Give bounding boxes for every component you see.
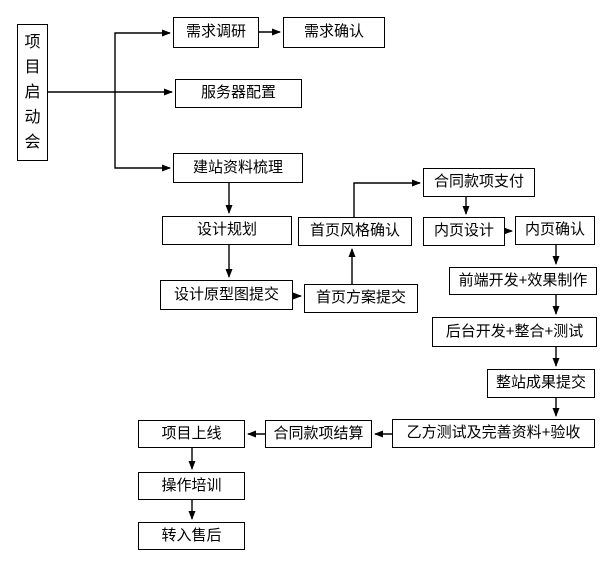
flow-node-aftersales: 转入售后 [138, 522, 245, 550]
flow-node-frontend-dev: 前端开发+效果制作 [449, 267, 597, 295]
flow-node-inner-confirm: 内页确认 [515, 216, 595, 245]
flow-node-launch: 项目上线 [138, 420, 245, 448]
flow-node-b-test-accept: 乙方测试及完善资料+验收 [392, 419, 595, 448]
flow-node-home-plan-submit: 首页方案提交 [304, 284, 418, 313]
flow-node-home-style-confirm: 首页风格确认 [298, 217, 412, 246]
flow-node-backend-dev: 后台开发+整合+测试 [432, 317, 597, 347]
flow-node-contract-settle: 合同款项结算 [265, 420, 372, 448]
flow-node-training: 操作培训 [138, 472, 245, 500]
flow-edge-home-style-confirm-to-contract-pay [353, 179, 421, 217]
flow-node-contract-pay: 合同款项支付 [423, 168, 535, 197]
flow-node-site-submit: 整站成果提交 [487, 369, 595, 398]
flow-node-kickoff: 项目启动会 [17, 24, 48, 161]
flow-node-req-confirm: 需求确认 [283, 17, 385, 48]
flow-node-req-research: 需求调研 [173, 17, 259, 48]
flow-node-prototype-submit: 设计原型图提交 [160, 280, 293, 310]
flow-edge-kickoff-to-req-research [48, 29, 171, 93]
flow-node-design-plan: 设计规划 [162, 216, 292, 245]
flow-node-server-config: 服务器配置 [175, 79, 302, 108]
flow-node-site-materials: 建站资料梳理 [173, 153, 303, 183]
flow-edge-kickoff-to-site-materials [114, 92, 171, 172]
flow-node-inner-design: 内页设计 [423, 217, 505, 246]
